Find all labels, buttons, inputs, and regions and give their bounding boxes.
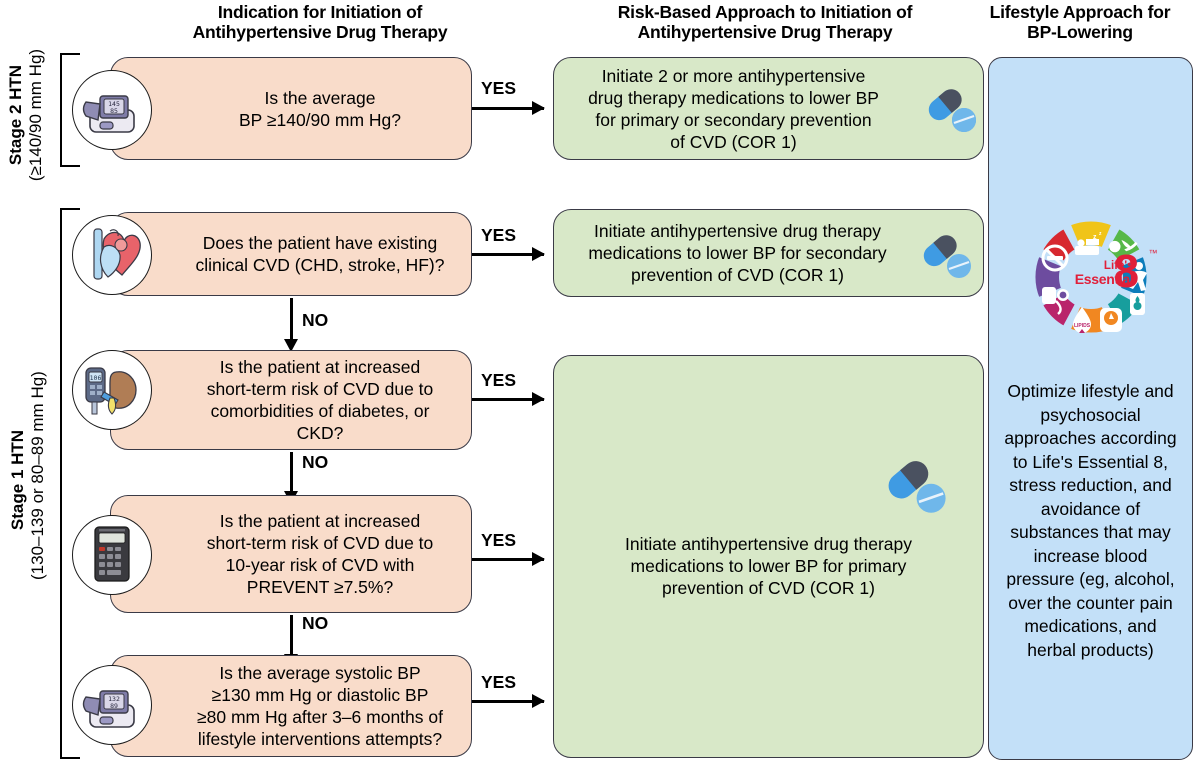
calculator-icon [72, 515, 152, 595]
column-header-indication: Indication for Initiation of Antihyperte… [192, 2, 448, 42]
action-text: Initiate antihypertensive drug therapy m… [625, 533, 912, 598]
edge-label-yes-5: YES [481, 672, 517, 692]
decision-text: Is the patient at increased short-term r… [206, 511, 434, 597]
decision-box-average-bp-after-lifestyle[interactable]: Is the average systolic BP ≥130 mm Hg or… [110, 655, 472, 757]
arrow-yes-2 [472, 247, 545, 260]
action-text: Initiate antihypertensive drug therapy m… [588, 221, 887, 285]
heart-icon [72, 215, 152, 295]
svg-text:z: z [1093, 234, 1097, 241]
svg-text:145: 145 [108, 100, 120, 108]
arrow-no-3 [284, 452, 297, 504]
pill-icon-3 [878, 450, 948, 525]
edge-label-no-3: NO [302, 452, 329, 472]
bp-monitor-icon: 145 85 [72, 70, 152, 150]
stage-1-title: Stage 1 HTN [8, 429, 27, 531]
action-box-initiate-secondary-prevention[interactable]: Initiate antihypertensive drug therapy m… [553, 209, 984, 297]
lifestyle-text: Optimize lifestyle and psychosocial appr… [1004, 381, 1177, 660]
wordmark-number-eight: 8 [1113, 245, 1140, 297]
action-box-initiate-primary-prevention[interactable]: Initiate antihypertensive drug therapy m… [553, 355, 984, 758]
edge-label-yes-1: YES [481, 78, 517, 98]
arrow-no-2 [284, 298, 297, 352]
pill-icon-1 [920, 80, 978, 143]
edge-label-yes-4: YES [481, 530, 517, 550]
svg-text:z: z [1099, 231, 1102, 237]
arrow-no-4 [284, 615, 297, 667]
decision-text: Is the average BP ≥140/90 mm Hg? [238, 87, 401, 130]
arrow-yes-3 [472, 392, 545, 405]
edge-label-no-4: NO [302, 613, 329, 633]
wordmark-trademark: ™ [1148, 248, 1158, 258]
stage-2-bracket [60, 53, 80, 167]
column-header-risk-based: Risk-Based Approach to Initiation of Ant… [617, 2, 913, 42]
action-text: Initiate 2 or more antihypertensive drug… [588, 65, 879, 152]
decision-text: Is the patient at increased short-term r… [206, 357, 434, 443]
arrow-yes-5 [472, 694, 545, 707]
stage-1-subtitle: (130–139 or 80–89 mm Hg) [28, 371, 47, 580]
svg-text:85: 85 [110, 107, 118, 115]
decision-text: Does the patient have existing clinical … [195, 233, 445, 275]
edge-label-yes-2: YES [481, 225, 517, 245]
edge-label-no-2: NO [302, 310, 329, 330]
svg-text:132: 132 [108, 695, 120, 703]
stage-2-subtitle: (≥140/90 mm Hg) [26, 48, 45, 182]
stage-2-label: Stage 2 HTN (≥140/90 mm Hg) [6, 45, 46, 185]
decision-box-existing-clinical-cvd[interactable]: Does the patient have existing clinical … [110, 212, 472, 296]
column-header-lifestyle: Lifestyle Approach for BP-Lowering [989, 2, 1171, 42]
decision-box-comorbidities-diabetes-ckd[interactable]: Is the patient at increased short-term r… [110, 350, 472, 450]
bp-monitor-icon: 132 89 [72, 665, 152, 745]
svg-text:LIPIDS: LIPIDS [1073, 323, 1090, 329]
arrow-yes-4 [472, 552, 545, 565]
stage-1-label: Stage 1 HTN (130–139 or 80–89 mm Hg) [8, 371, 48, 580]
arrow-yes-1 [472, 101, 545, 114]
pill-icon-2 [915, 226, 973, 289]
decision-text: Is the average systolic BP ≥130 mm Hg or… [197, 663, 443, 749]
edge-label-yes-3: YES [481, 370, 517, 390]
stage-2-title: Stage 2 HTN [6, 64, 25, 166]
decision-box-prevent-10-year-risk[interactable]: Is the patient at increased short-term r… [110, 495, 472, 613]
svg-text:89: 89 [110, 702, 118, 710]
decision-box-stage2-average-bp[interactable]: Is the average BP ≥140/90 mm Hg? [110, 57, 472, 160]
svg-text:106: 106 [90, 374, 102, 382]
stage-1-bracket [60, 208, 80, 759]
action-box-initiate-two-or-more[interactable]: Initiate 2 or more antihypertensive drug… [553, 57, 984, 160]
glucometer-kidney-icon: 106 [72, 350, 152, 430]
